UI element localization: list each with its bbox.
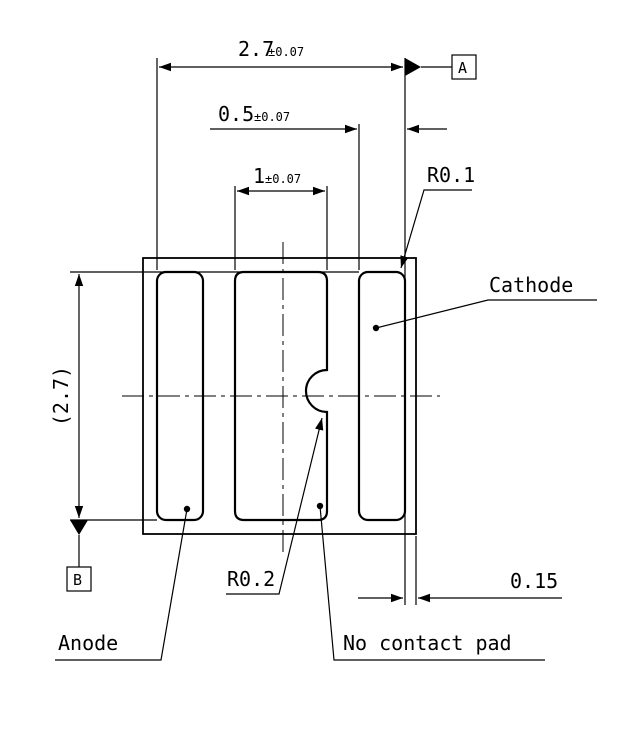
callout-notch-radius: R0.2 — [227, 567, 275, 591]
callout-corner-radius: R0.1 — [427, 163, 475, 187]
dim-height-ref: (2.7) — [49, 366, 73, 426]
datum-b-label: B — [73, 571, 82, 589]
callout-anode: Anode — [58, 631, 118, 655]
pad-center-no-contact — [233, 270, 329, 522]
dim-pad-center-tolerance: ±0.07 — [265, 172, 301, 186]
dim-width-total-tolerance: ±0.07 — [268, 45, 304, 59]
dim-width-total-value: 2.7 — [238, 37, 274, 61]
datum-a-label: A — [458, 59, 467, 77]
leader-anode — [55, 508, 188, 661]
datum-a-triangle — [405, 58, 421, 76]
leader-no-contact-pad — [319, 505, 545, 661]
leader-cathode — [375, 299, 597, 329]
callout-cathode: Cathode — [489, 273, 573, 297]
datum-b-triangle — [70, 520, 88, 535]
leader-notch-radius — [226, 417, 324, 595]
leader-cathode-dot — [372, 324, 380, 332]
leader-corner-radius — [400, 189, 472, 269]
datum-b-box — [66, 566, 92, 592]
dim-pad-outer-tolerance: ±0.07 — [254, 110, 290, 124]
dim-pad-center-value: 1 — [253, 164, 265, 188]
leader-no-contact-pad-dot — [316, 502, 324, 510]
datum-a-box — [451, 54, 477, 80]
callout-no-contact-pad: No contact pad — [343, 631, 512, 655]
leader-anode-dot — [183, 505, 191, 513]
dim-pad-outer-value: 0.5 — [218, 102, 254, 126]
dim-offset-value: 0.15 — [510, 569, 558, 593]
